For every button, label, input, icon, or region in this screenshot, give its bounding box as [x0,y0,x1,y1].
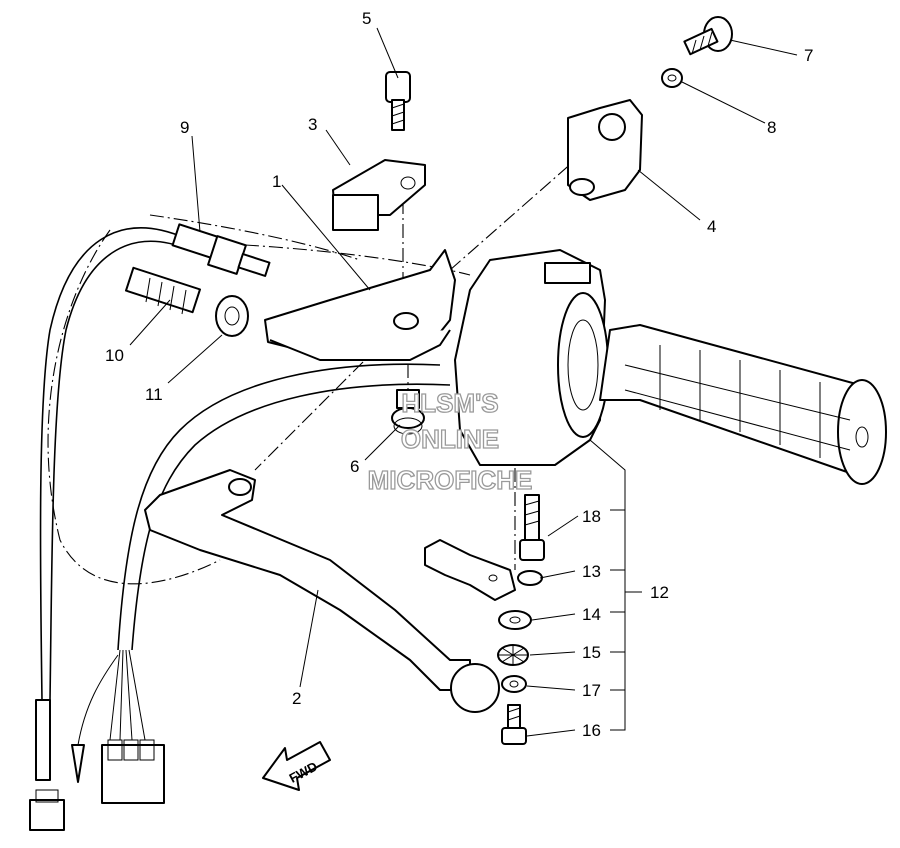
callout-13: 13 [582,562,601,581]
callout-14: 14 [582,605,601,624]
callout-11: 11 [145,385,163,404]
part-2-clutch-lever [144,469,500,713]
callout-3: 3 [308,115,317,134]
callout-17: 17 [582,681,601,700]
callout-8: 8 [767,118,776,137]
switch-wire-harness [77,363,451,746]
part-7-screw [683,16,733,56]
callout-1: 1 [272,172,281,191]
part-3-switch-cover [332,159,426,231]
callout-4: 4 [707,217,716,236]
part-6-nut [391,389,425,435]
callout-7: 7 [804,46,813,65]
part-17-spring-washer [501,675,527,693]
fwd-direction-arrow: FWD [262,741,331,791]
callout-leader-lines [129,27,798,737]
part-8-washer [661,68,683,88]
part-9-cable-adjuster [171,223,271,277]
part-1-lever-holder [264,249,456,361]
watermark: HLSM'S ONLINE MICROFICHE [367,387,533,495]
callout-6: 6 [350,457,359,476]
watermark-line-3: MICROFICHE [368,465,533,495]
part-5-bolt [385,71,411,131]
wire-terminal-connector [29,699,65,831]
callout-5: 5 [362,9,371,28]
callout-9: 9 [180,118,189,137]
callout-16: 16 [582,721,601,740]
clutch-cable [39,227,191,701]
handlebar-grip [599,324,887,485]
part-13-switch-bracket [424,539,543,601]
callout-2: 2 [292,689,301,708]
callout-labels: 1 2 3 4 5 6 7 8 9 10 11 12 13 14 15 16 1… [105,9,813,740]
part-4-switch-clamp [567,99,643,201]
part-16-screw [501,704,527,745]
part-10-adjuster-bolt [125,266,201,315]
part-15-star-washer [497,644,529,666]
callout-10: 10 [105,346,124,365]
switch-connector [71,739,165,804]
callout-12: 12 [650,583,669,602]
callout-18: 18 [582,507,601,526]
part-18-screw [519,494,545,561]
part-14-washer [498,610,532,630]
watermark-line-2: ONLINE [401,424,499,454]
watermark-line-1: HLSM'S [401,388,498,418]
part-11-lock-ring [215,295,249,337]
callout-15: 15 [582,643,601,662]
